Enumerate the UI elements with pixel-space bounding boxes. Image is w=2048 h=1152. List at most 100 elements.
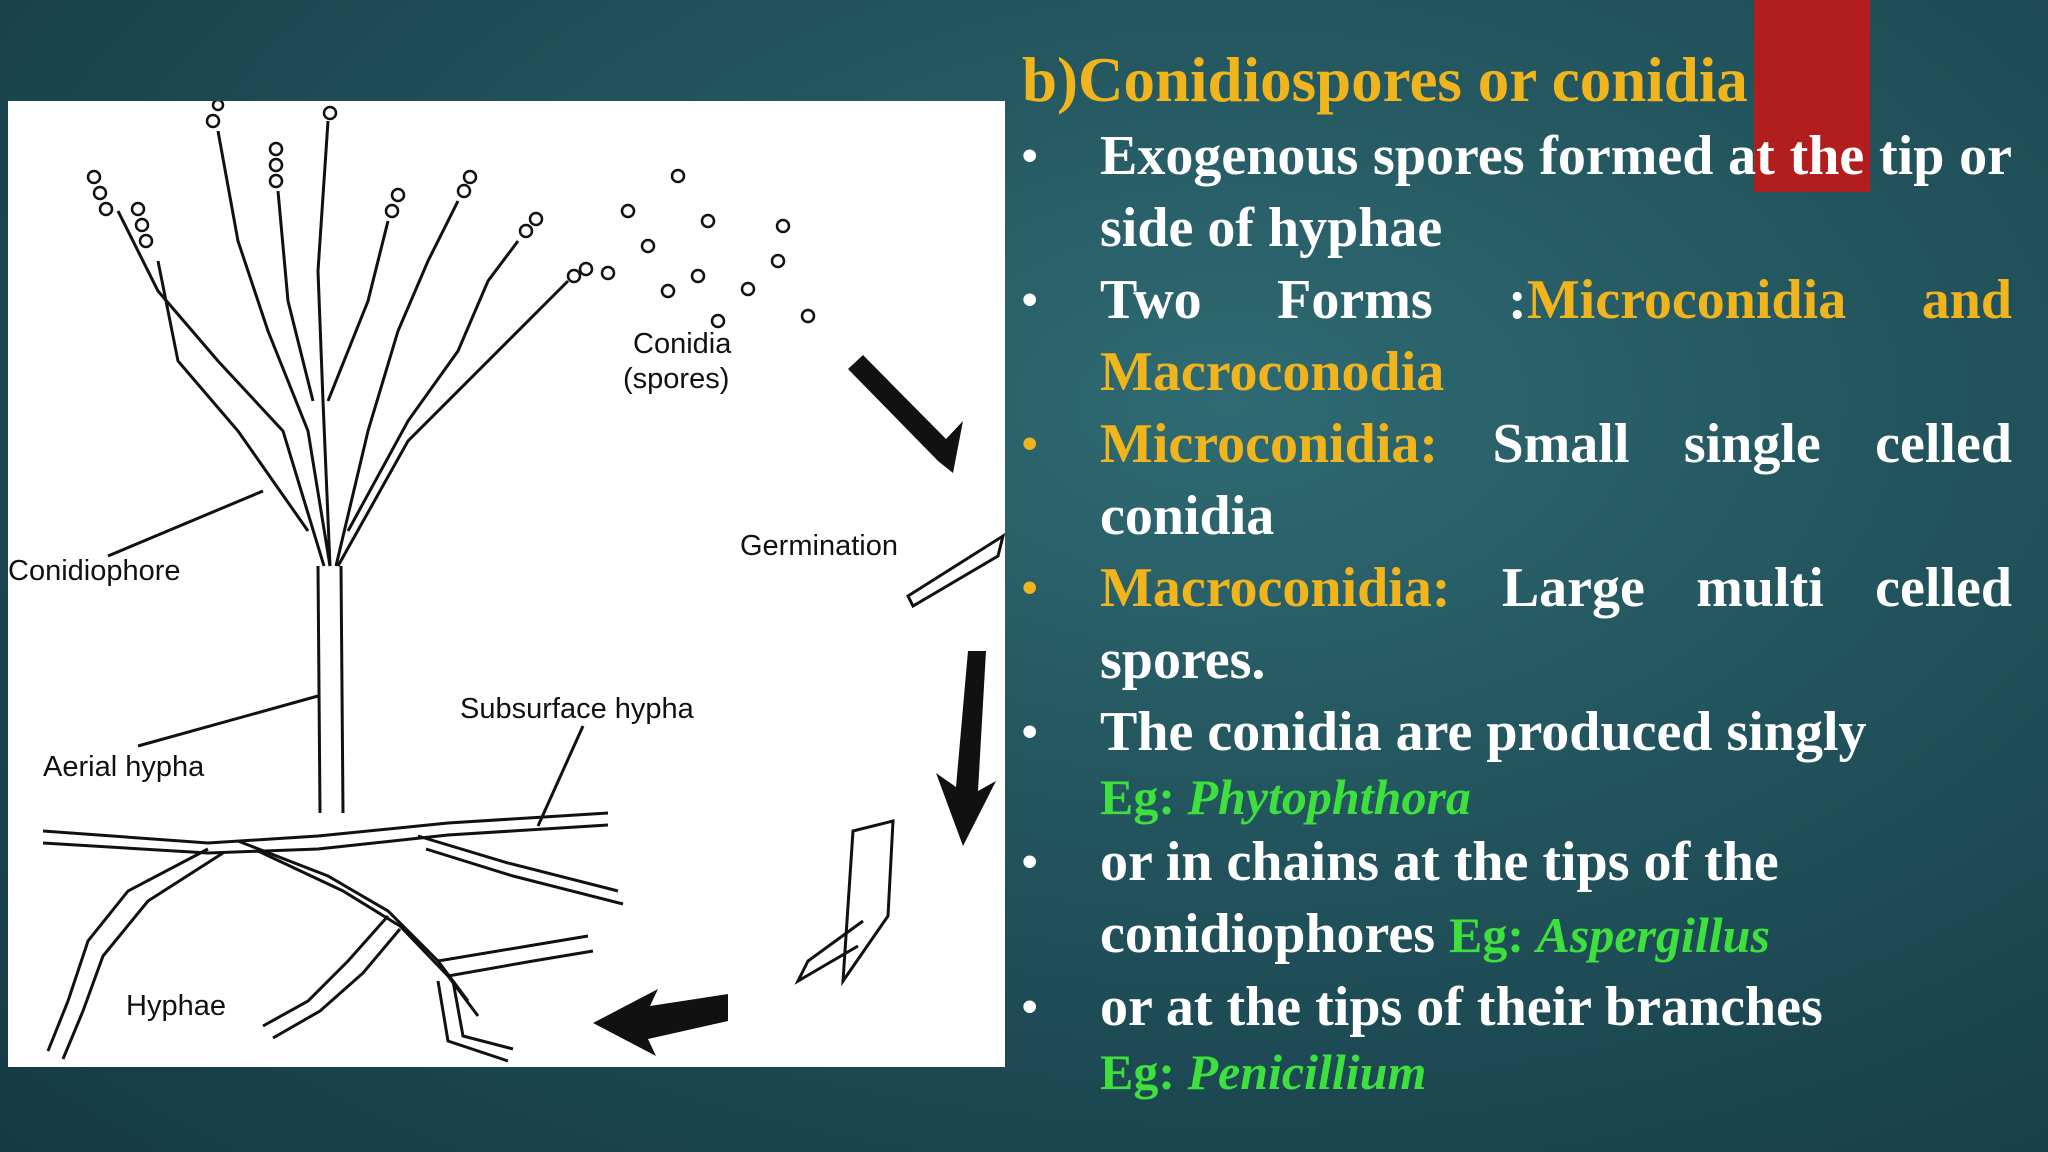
conidium: [268, 157, 284, 173]
label-conidiophore: Conidiophore: [8, 555, 181, 587]
conidium: [384, 203, 400, 219]
bullet-item: • Macroconidia: Large multi celled spore…: [1022, 552, 2012, 696]
label-conidia: Conidia: [633, 328, 732, 360]
example-organism: Aspergillus: [1536, 907, 1770, 963]
hypha-strand: [436, 980, 509, 1063]
bullet-term: Macroconidia:: [1100, 557, 1451, 619]
example-label: Eg:: [1449, 907, 1537, 963]
conidiophore-branch: [216, 130, 332, 567]
example-label: Eg:: [1100, 1044, 1188, 1100]
free-spore: [670, 168, 686, 184]
conidium: [138, 233, 154, 249]
bullet-glyph: •: [1022, 563, 1038, 612]
example-line: Eg: Phytophthora: [1100, 768, 2012, 826]
bullet-list: • Exogenous spores formed at the tip or …: [1022, 120, 2012, 1101]
conidiophore-stalk: [339, 565, 345, 814]
free-spore: [700, 213, 716, 229]
hypha-strand: [42, 823, 609, 855]
hypha-strand: [451, 980, 514, 1051]
hypha-strand: [46, 847, 209, 1052]
cycle-arrow-left: [593, 989, 728, 1056]
slide-title: b)Conidiospores or conidia: [1022, 45, 1748, 115]
conidium: [322, 105, 338, 121]
example-inline: Eg: Aspergillus: [1449, 907, 1770, 963]
bullet-text: The conidia are produced singly: [1100, 701, 1867, 763]
label-leader-subsurface-hypha: [536, 725, 585, 827]
free-spore: [740, 281, 756, 297]
conidium: [92, 185, 108, 201]
conidium: [268, 141, 284, 157]
bullet-glyph: •: [1022, 982, 1038, 1031]
conidium: [98, 201, 114, 217]
bullet-item: • Exogenous spores formed at the tip or …: [1022, 120, 2012, 264]
conidiophore-branch: [346, 240, 520, 532]
free-spore: [775, 218, 791, 234]
label-subsurface-hypha: Subsurface hypha: [460, 693, 695, 725]
bullet-glyph: •: [1022, 131, 1038, 180]
example-label: Eg:: [1100, 769, 1188, 825]
conidiophore-branch: [326, 220, 390, 402]
conidia-life-cycle-figure: Conidia (spores) Germination Conidiophor…: [8, 101, 1005, 1067]
conidium: [462, 169, 478, 185]
conidium: [86, 169, 102, 185]
label-leader-conidiophore: [107, 489, 264, 558]
conidium: [205, 113, 221, 129]
cycle-arrow-down-right: [848, 355, 963, 473]
conidiophore-branch: [334, 200, 460, 567]
bullet-text: Large multi celled spores.: [1100, 557, 2012, 691]
bullet-highlight: Microconidia and Macroconodia: [1100, 269, 2012, 403]
hypha-strand: [237, 839, 470, 1002]
bullet-glyph: •: [1022, 275, 1038, 324]
germinating-hypha: [841, 819, 895, 987]
bullet-item: • or in chains at the tips of the conidi…: [1022, 826, 2012, 971]
hypha-strand: [42, 811, 609, 845]
free-spore: [690, 268, 706, 284]
hypha-strand: [61, 851, 224, 1060]
free-spore: [800, 308, 816, 324]
hypha-strand: [437, 934, 589, 963]
conidium: [528, 211, 544, 227]
example-line: Eg: Penicillium: [1100, 1043, 2012, 1101]
bullet-glyph: •: [1022, 707, 1038, 756]
conidium: [130, 201, 146, 217]
hypha-strand: [257, 849, 480, 1017]
free-spore: [600, 265, 616, 281]
label-germination: Germination: [740, 530, 898, 562]
free-spore: [640, 238, 656, 254]
conidium: [390, 187, 406, 203]
hypha-strand: [447, 949, 594, 978]
cycle-arrow-down: [936, 651, 996, 846]
bullet-item: • The conidia are produced singly Eg: Ph…: [1022, 696, 2012, 826]
conidiophore-branch: [276, 190, 315, 402]
conidium: [518, 223, 534, 239]
conidiophore-stalk: [316, 565, 322, 814]
free-spore: [710, 313, 726, 329]
hypha-strand: [272, 928, 402, 1040]
conidiophore-branch: [336, 279, 570, 567]
hypha-strand: [262, 915, 390, 1028]
bullet-term: Microconidia:: [1100, 413, 1439, 475]
label-hyphae: Hyphae: [126, 990, 226, 1022]
free-spore: [660, 283, 676, 299]
hypha-strand: [417, 834, 619, 893]
bullet-item: • or at the tips of their branches Eg: P…: [1022, 971, 2012, 1101]
bullet-text: or in chains at the tips of the conidiop…: [1100, 831, 1779, 965]
red-accent-tab: [1754, 0, 1870, 192]
bullet-text: Exogenous spores formed at the tip or si…: [1100, 125, 2012, 259]
example-organism: Penicillium: [1187, 1044, 1427, 1100]
bullet-item: • Two Forms :Microconidia and Macroconod…: [1022, 264, 2012, 408]
conidiophore-branch: [116, 210, 326, 567]
bullet-text: or at the tips of their branches: [1100, 976, 1823, 1038]
germinating-hypha: [794, 919, 864, 985]
bullet-glyph: •: [1022, 419, 1038, 468]
conidiophore-branch: [156, 260, 310, 532]
conidium: [211, 101, 225, 112]
conidium: [456, 183, 472, 199]
bullet-text: Small single celled conidia: [1100, 413, 2012, 547]
free-spore: [770, 253, 786, 269]
bullet-prefix: Two Forms :: [1100, 269, 1527, 331]
label-aerial-hypha: Aerial hypha: [43, 751, 205, 783]
conidium: [134, 217, 150, 233]
label-leader-aerial-hypha: [137, 694, 319, 748]
conidiophore-branch: [316, 120, 332, 567]
